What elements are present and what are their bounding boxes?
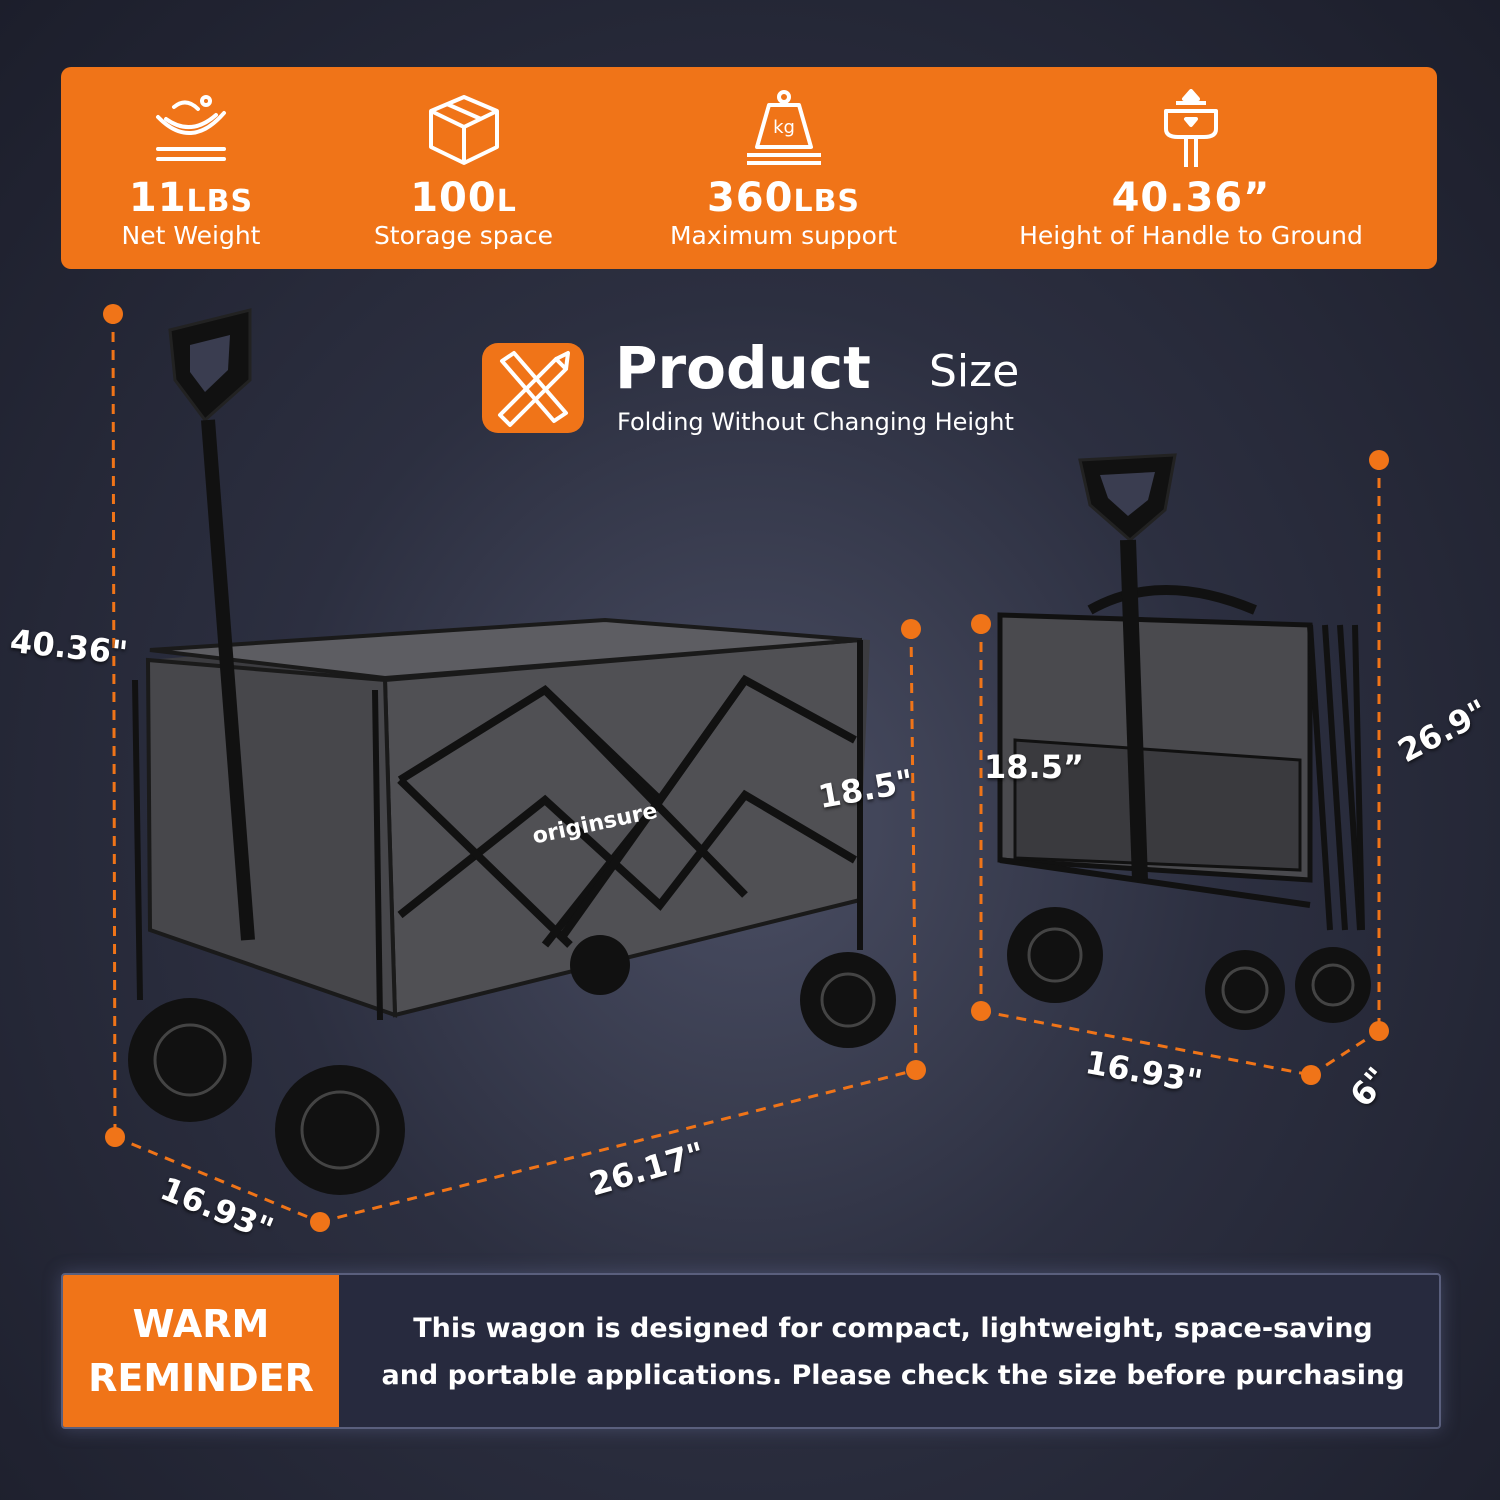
spec-value: 11LBS bbox=[128, 175, 254, 221]
spec-max-support: kg 360LBS Maximum support bbox=[651, 67, 916, 269]
spec-value: 40.36” bbox=[1111, 175, 1271, 221]
spec-net-weight: 11LBS Net Weight bbox=[91, 67, 291, 269]
spec-label: Net Weight bbox=[121, 221, 261, 250]
svg-text:kg: kg bbox=[773, 117, 795, 138]
warm-reminder-text: This wagon is designed for compact, ligh… bbox=[348, 1305, 1438, 1399]
spec-label: Maximum support bbox=[669, 221, 898, 250]
spec-bar: 11LBS Net Weight 100L Storage space kg 3… bbox=[61, 67, 1437, 269]
dimension-lines bbox=[111, 313, 1381, 1224]
warm-reminder-box: WARM REMINDER This wagon is designed for… bbox=[61, 1273, 1441, 1429]
warm-reminder-tag: WARM REMINDER bbox=[63, 1275, 339, 1427]
spec-storage: 100L Storage space bbox=[351, 67, 576, 269]
ruler-pencil-icon bbox=[482, 343, 584, 433]
spec-value: 360LBS bbox=[706, 175, 861, 221]
handle-height-icon bbox=[1164, 89, 1218, 167]
dim-folded-inner-height: 18.5” bbox=[984, 748, 1084, 786]
reminder-text-line2: and portable applications. Please check … bbox=[381, 1360, 1405, 1391]
reminder-tag-line2: REMINDER bbox=[88, 1356, 314, 1400]
page-subtitle: Folding Without Changing Height bbox=[617, 408, 1014, 436]
spec-handle-height: 40.36” Height of Handle to Ground bbox=[996, 67, 1386, 269]
reminder-text-line1: This wagon is designed for compact, ligh… bbox=[413, 1313, 1373, 1344]
reminder-tag-line1: WARM bbox=[132, 1302, 270, 1346]
folded-wagon bbox=[997, 453, 1371, 1030]
dimension-dots bbox=[103, 304, 1389, 1232]
kg-weight-icon: kg bbox=[746, 90, 821, 165]
spec-label: Height of Handle to Ground bbox=[1019, 221, 1363, 250]
box-icon bbox=[428, 95, 499, 165]
feather-scale-icon bbox=[156, 95, 226, 161]
page-title-size: Size bbox=[929, 346, 1020, 397]
spec-value: 100L bbox=[410, 175, 517, 221]
unfolded-wagon: originsure bbox=[128, 308, 896, 1195]
page-title: Product bbox=[615, 334, 871, 402]
spec-label: Storage space bbox=[373, 221, 554, 250]
